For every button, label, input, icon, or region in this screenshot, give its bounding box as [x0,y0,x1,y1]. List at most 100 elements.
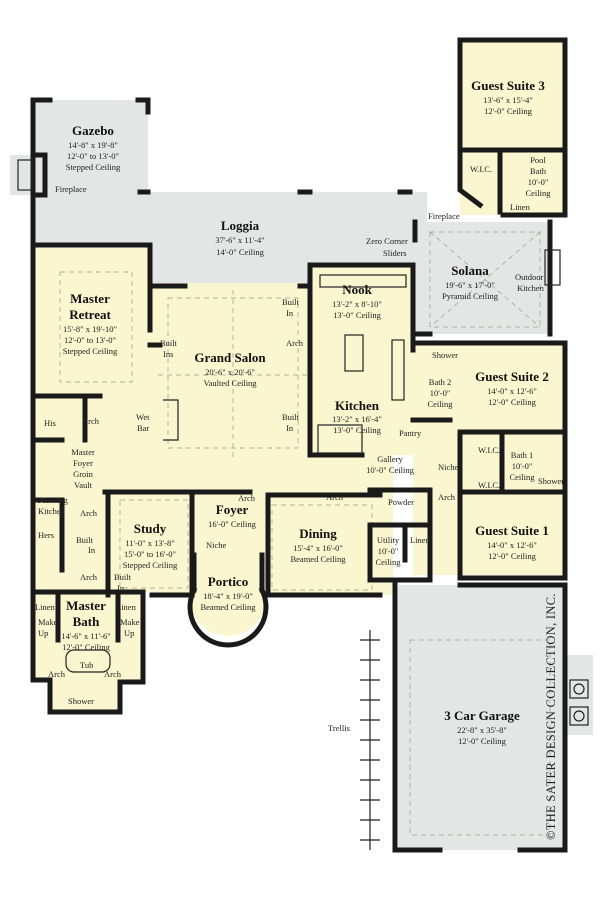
annotation-labels: Fireplace Fireplace Zero Corner Sliders … [35,164,564,733]
svg-text:Study: Study [134,521,167,536]
svg-text:Stepped Ceiling: Stepped Ceiling [123,560,178,570]
svg-text:10'-0": 10'-0" [528,177,549,187]
svg-text:Arch: Arch [80,572,98,582]
svg-text:Fireplace: Fireplace [428,211,460,221]
svg-text:W.I.C.: W.I.C. [478,480,500,490]
interior-rooms [33,40,565,710]
svg-text:Portico: Portico [208,574,248,589]
svg-text:Built: Built [160,338,178,348]
svg-text:Guest Suite 2: Guest Suite 2 [475,369,549,384]
svg-text:13'-2" x 8'-10": 13'-2" x 8'-10" [332,299,382,309]
svg-text:Ins: Ins [163,349,173,359]
room-bath-2: Bath 2 10'-0" Ceiling [427,377,453,409]
svg-text:Bath 1: Bath 1 [511,450,533,460]
svg-text:Zero Corner: Zero Corner [366,236,408,246]
svg-text:14'-8" x 19'-8": 14'-8" x 19'-8" [68,140,118,150]
svg-text:Master: Master [71,447,95,457]
svg-text:Built: Built [282,297,300,307]
svg-text:In: In [117,583,125,593]
svg-text:Pantry: Pantry [399,428,422,438]
svg-text:Utility: Utility [377,535,400,545]
svg-text:12'-0" Ceiling: 12'-0" Ceiling [62,642,110,652]
svg-text:Linen: Linen [510,202,531,212]
svg-text:Arch: Arch [80,508,98,518]
svg-text:Arch: Arch [438,492,456,502]
fixtures [17,159,589,726]
svg-text:22'-8" x 35'-8": 22'-8" x 35'-8" [457,725,507,735]
svg-text:Shower: Shower [432,350,458,360]
svg-text:Sliders: Sliders [383,248,407,258]
room-dining: Dining 15'-4" x 16'-0" Beamed Ceiling [290,526,346,564]
svg-text:Ceiling: Ceiling [509,472,535,482]
svg-text:19'-6" x 17'-0": 19'-6" x 17'-0" [445,280,495,290]
svg-text:18'-4" x 19'-0": 18'-4" x 19'-0" [203,591,253,601]
svg-text:Hers: Hers [38,530,54,540]
room-master-foyer: Master Foyer Groin Vault [71,447,95,490]
svg-text:Beamed Ceiling: Beamed Ceiling [290,554,346,564]
svg-text:Kitchen: Kitchen [517,283,545,293]
svg-text:37'-6" x 11'-4": 37'-6" x 11'-4" [215,235,264,245]
svg-text:Gallery: Gallery [377,454,403,464]
room-guest-suite-2: Guest Suite 2 14'-0" x 12'-6" 12'-0" Cei… [475,369,549,407]
room-foyer: Foyer 16'-0" Ceiling [208,502,256,529]
trellis [360,630,380,850]
room-gazebo: Gazebo 14'-8" x 19'-8" 12'-0" to 13'-0" … [66,123,121,172]
svg-text:Morning: Morning [38,495,69,505]
svg-text:12'-0" Ceiling: 12'-0" Ceiling [458,736,506,746]
svg-text:Arch: Arch [238,493,256,503]
svg-text:Arch: Arch [104,669,122,679]
copyright-credit: ©THE SATER DESIGN COLLECTION, INC. [544,593,558,840]
svg-text:13'-0" Ceiling: 13'-0" Ceiling [333,425,381,435]
svg-text:Trellis: Trellis [328,723,350,733]
svg-text:13'-0" Ceiling: 13'-0" Ceiling [333,310,381,320]
svg-text:In: In [286,308,294,318]
svg-text:Arch: Arch [326,492,344,502]
svg-text:Up: Up [124,628,134,638]
room-bath-1: Bath 1 10'-0" Ceiling [509,450,535,482]
svg-text:Linen: Linen [35,602,56,612]
walls [30,37,568,853]
svg-text:Make: Make [38,617,58,627]
svg-text:In: In [88,545,96,555]
svg-text:Arch: Arch [286,338,304,348]
svg-text:Grand Salon: Grand Salon [194,350,266,365]
svg-text:Vaulted Ceiling: Vaulted Ceiling [203,378,257,388]
svg-text:Master: Master [66,598,106,613]
svg-text:14'-6" x 11'-6": 14'-6" x 11'-6" [61,631,110,641]
svg-text:Nook: Nook [342,282,372,297]
svg-text:Pool: Pool [530,155,546,165]
svg-text:15'-4" x 16'-0": 15'-4" x 16'-0" [293,543,343,553]
svg-text:Groin: Groin [73,469,94,479]
svg-text:Master: Master [70,291,110,306]
svg-text:Bar: Bar [137,423,149,433]
svg-text:13'-6" x 15'-4": 13'-6" x 15'-4" [483,95,533,105]
svg-text:15'-8" x 19'-10": 15'-8" x 19'-10" [63,324,117,334]
svg-text:Bath 2: Bath 2 [429,377,451,387]
svg-text:Bath: Bath [530,166,547,176]
svg-text:Kitchen: Kitchen [38,506,66,516]
room-kitchen: Kitchen 13'-2" x 16'-4" 13'-0" Ceiling [332,398,382,435]
svg-text:Bath: Bath [73,614,101,629]
svg-text:Niche: Niche [438,462,459,472]
svg-text:Kitchen: Kitchen [335,398,380,413]
svg-text:Make: Make [120,617,140,627]
svg-text:10'-0": 10'-0" [512,461,533,471]
room-pool-bath: Pool Bath 10'-0" Ceiling [525,155,551,198]
outdoor-areas [10,100,593,850]
svg-text:14'-0" x 12'-6": 14'-0" x 12'-6" [487,540,537,550]
ceiling-outlines [59,231,551,836]
svg-text:Loggia: Loggia [221,218,260,233]
svg-text:Powder: Powder [388,497,414,507]
svg-text:Vault: Vault [74,480,93,490]
svg-text:14'-0" x 12'-6": 14'-0" x 12'-6" [487,386,537,396]
room-guest-suite-1: Guest Suite 1 14'-0" x 12'-6" 12'-0" Cei… [475,523,549,561]
svg-text:12'-0" to 13'-0": 12'-0" to 13'-0" [64,335,116,345]
svg-text:Ceiling: Ceiling [375,557,401,567]
svg-text:13'-2" x 16'-4": 13'-2" x 16'-4" [332,414,382,424]
svg-text:Ceiling: Ceiling [427,399,453,409]
room-grand-salon: Grand Salon 20'-6" x 20'-6" Vaulted Ceil… [194,350,266,388]
svg-text:His: His [44,418,56,428]
svg-text:15'-0" to 16'-0": 15'-0" to 16'-0" [124,549,176,559]
room-study: Study 11'-0" x 13'-8" 15'-0" to 16'-0" S… [123,521,178,570]
svg-text:Solana: Solana [451,263,489,278]
